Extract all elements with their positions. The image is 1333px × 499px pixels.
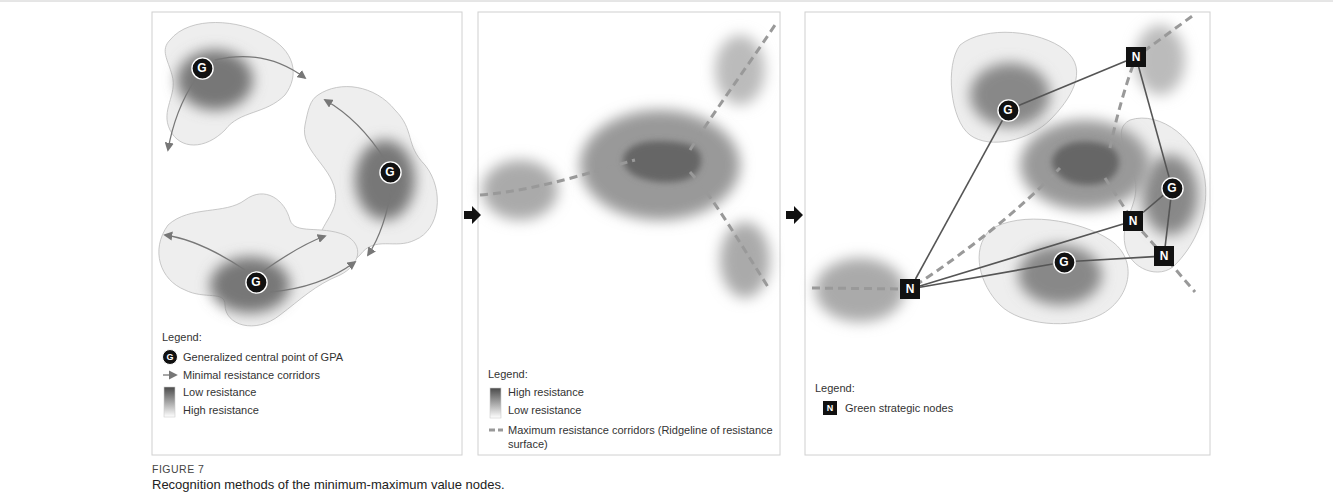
legend-heading: Legend: — [815, 381, 855, 395]
gpa-center-circle: G — [245, 271, 268, 294]
gpa-center-circle: G — [997, 99, 1020, 122]
drawing-ellipse — [1020, 120, 1150, 210]
gpa-center-circle: G — [191, 57, 214, 80]
drawing-path — [464, 206, 481, 224]
drawing-ellipse — [720, 222, 770, 298]
drawing-rect — [152, 12, 462, 455]
legend-heading: Legend: — [488, 367, 528, 381]
drawing-ellipse — [970, 63, 1050, 127]
legend-sample — [163, 350, 838, 431]
drawing-ellipse — [715, 35, 765, 105]
drawing-ellipse — [210, 257, 290, 313]
drawing-rect — [805, 12, 1210, 455]
drawing-path — [165, 235, 245, 270]
strategic-node-square: N — [1154, 246, 1174, 266]
node-letter: N — [1132, 51, 1141, 63]
node-letter: G — [1059, 256, 1068, 268]
drawing-ellipse — [177, 50, 253, 110]
drawing-path — [368, 185, 392, 255]
drawing-path — [325, 100, 385, 160]
node-letter: G — [1003, 104, 1012, 116]
drawing-path — [159, 194, 358, 326]
drawing-rect — [164, 387, 175, 417]
drawing-path — [165, 23, 293, 146]
legend-text: High resistance — [183, 403, 259, 417]
drawing-rect — [490, 388, 501, 418]
overlay-surface — [812, 14, 1206, 324]
legend-heading: Legend: — [162, 330, 202, 344]
node-outline — [900, 279, 920, 299]
node-letter: N — [906, 283, 915, 295]
node-letter: N — [1129, 215, 1138, 227]
legend-text: Generalized central point of GPA — [183, 350, 343, 364]
drawing-path — [786, 206, 803, 224]
node-outline — [191, 57, 212, 78]
drawing-path — [979, 219, 1128, 324]
figure-number: FIGURE 7 — [152, 462, 204, 476]
legend-text: Low resistance — [508, 403, 581, 417]
node-link — [1019, 61, 1126, 106]
drawing-path — [270, 262, 355, 292]
drawing-ellipse — [1142, 155, 1198, 235]
node-link — [1143, 195, 1163, 212]
legend-text: Low resistance — [183, 385, 256, 399]
node-outline — [1126, 47, 1146, 67]
drawing-circle — [163, 350, 178, 365]
node-letter: G — [385, 166, 394, 178]
legend-text: Maximum resistance corridors (Ridgeline … — [508, 423, 776, 451]
node-outline — [997, 99, 1018, 120]
figure-caption: Recognition methods of the minimum-maxim… — [152, 477, 505, 493]
node-letter: G — [197, 62, 206, 74]
drawing-rect — [823, 401, 837, 415]
drawing-path — [262, 236, 325, 272]
node-link — [916, 120, 1003, 279]
gpa-center-circle: G — [1161, 177, 1184, 200]
node-letter: G — [251, 276, 260, 288]
drawing-path — [489, 429, 503, 432]
node-outline — [1161, 177, 1182, 198]
legend-text: Minimal resistance corridors — [183, 368, 320, 382]
low-resistance-area — [159, 23, 438, 326]
legend-symbol-letter: G — [166, 352, 173, 362]
node-outline — [1053, 251, 1074, 272]
drawing-path — [623, 141, 701, 182]
resistance-surface — [480, 25, 775, 298]
drawing-line — [0, 1, 1333, 2]
minimal-resistance-corridor — [165, 57, 392, 292]
legend-symbol-letter: N — [827, 403, 834, 413]
drawing-path — [1052, 142, 1119, 185]
drawing-path — [812, 14, 1195, 292]
gpa-center-circle: G — [1053, 251, 1076, 274]
node-letter: G — [1167, 182, 1176, 194]
drawing-path — [215, 57, 305, 78]
drawing-path — [163, 374, 176, 375]
node-outline — [379, 161, 400, 182]
node-link — [920, 264, 1053, 287]
node-link — [920, 224, 1123, 286]
legend-text: High resistance — [508, 385, 584, 399]
strategic-node-square: N — [1123, 211, 1143, 231]
drawing-rect — [478, 12, 780, 455]
node-outline — [1154, 246, 1174, 266]
node-letter: N — [1160, 250, 1169, 262]
node-link — [1165, 199, 1171, 246]
strategic-node-square: N — [1126, 47, 1146, 67]
strategic-node-square: N — [900, 279, 920, 299]
node-link — [1139, 67, 1169, 177]
gpa-center-circle: G — [379, 161, 402, 184]
drawing-path — [480, 25, 775, 290]
node-outline — [245, 271, 266, 292]
node-link — [1076, 257, 1155, 262]
drawing-path — [168, 80, 195, 150]
node-outline — [1123, 211, 1143, 231]
drawing-ellipse — [1018, 245, 1102, 305]
drawing-ellipse — [355, 140, 415, 220]
legend-text: Green strategic nodes — [845, 401, 953, 415]
